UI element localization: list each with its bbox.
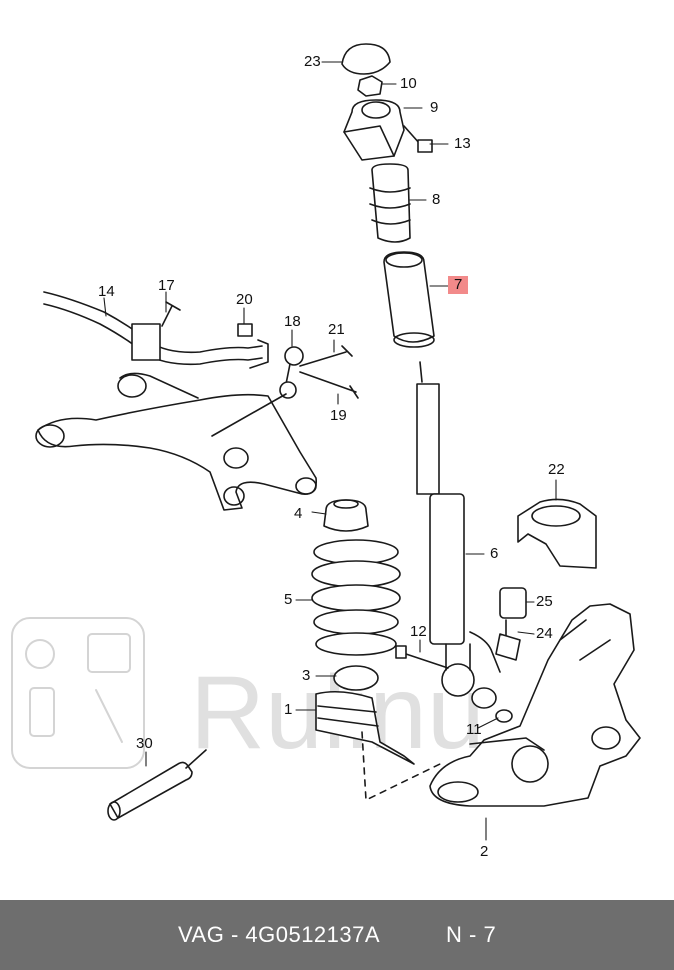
part-18-coupling-rod	[279, 346, 304, 399]
callout-17: 17	[158, 277, 175, 294]
callout-1: 1	[284, 701, 293, 718]
alignment-line	[361, 731, 441, 801]
lower-control-arm	[35, 372, 318, 511]
part-7-dust-boot	[383, 251, 435, 348]
callout-18: 18	[284, 313, 301, 330]
shock-lower-bushing	[471, 687, 497, 709]
part-8-bump-stop	[369, 163, 411, 243]
callout-5: 5	[284, 591, 293, 608]
callout-2: 2	[480, 843, 489, 860]
callout-7: 7	[448, 276, 469, 294]
callout-6: 6	[490, 545, 499, 562]
callout-30: 30	[136, 735, 153, 752]
part-9-strut-mount	[343, 99, 405, 161]
callout-10: 10	[400, 75, 417, 92]
parts-diagram: Rulinu	[11, 43, 641, 860]
part-11-washer	[495, 709, 513, 723]
part-number-label: VAG - 4G0512137A	[178, 922, 381, 947]
part-13-bolt	[403, 125, 433, 153]
part-12-bolt	[395, 645, 449, 669]
callout-21: 21	[328, 321, 345, 338]
footer-bar: VAG - 4G0512137A N - 7	[0, 900, 674, 970]
part-19-bolt	[299, 371, 359, 399]
callout-11: 11	[466, 721, 482, 738]
part-3-spring-pad	[333, 665, 379, 691]
callout-19: 19	[330, 407, 347, 424]
callout-23: 23	[304, 53, 321, 70]
callout-22: 22	[548, 461, 565, 478]
part-22-bracket	[517, 498, 597, 569]
callout-24: 24	[536, 625, 553, 642]
part-17-bolt	[161, 301, 181, 327]
part-20-nut	[237, 323, 253, 337]
callout-13: 13	[454, 135, 471, 152]
position-label: N - 7	[446, 922, 497, 947]
callout-3: 3	[302, 667, 311, 684]
callout-14: 14	[98, 283, 115, 300]
callout-9: 9	[430, 99, 439, 116]
part-5-coil-spring	[311, 539, 401, 656]
callout-25: 25	[536, 593, 553, 610]
part-6-shock-absorber	[416, 361, 501, 697]
callout-12: 12	[410, 623, 427, 640]
callout-8: 8	[432, 191, 441, 208]
part-24-connector	[495, 633, 521, 661]
part-21-bolt	[299, 345, 353, 367]
leader-lines	[103, 61, 557, 841]
part-14-anti-roll-bar	[43, 291, 269, 369]
part-4-spring-seat	[323, 499, 369, 532]
callout-4: 4	[294, 505, 303, 522]
part-1-lower-seat	[315, 690, 415, 765]
diagram-drawing: Rulinu	[11, 43, 641, 841]
part-2-wheel-bearing-housing	[429, 603, 641, 807]
part-30-tool	[107, 749, 207, 821]
part-23-cap	[341, 43, 391, 75]
watermark-logo	[11, 617, 145, 769]
part-10-nut	[357, 75, 383, 97]
callout-20: 20	[236, 291, 253, 308]
